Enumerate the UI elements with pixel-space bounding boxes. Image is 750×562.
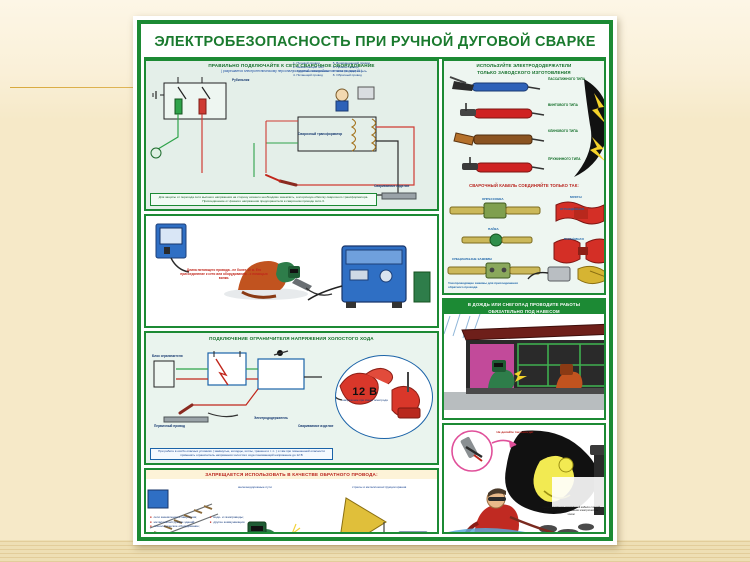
legend-item: 2. Заземляющий болт [293, 65, 325, 70]
panel-danger: Не делайте так никогда! Соприкосновение … [442, 423, 606, 534]
canopy-header-line1: В ДОЖДЬ ИЛИ СНЕГОПАД ПРОВОДИТЕ РАБОТЫ [444, 300, 604, 309]
holder-type-label: ПРУЖИННОГО ТИПА [548, 157, 581, 161]
bullet-item: металлоконструкции зданий; [150, 520, 200, 525]
canopy-scene-svg [444, 314, 604, 410]
wiring-legend-right: 5. Возвращающий провод 6. Прямой провод … [333, 61, 370, 77]
wiring-note: Для защиты от перехода сети высшего напр… [150, 193, 377, 206]
voltage-value: 12 В [352, 386, 378, 398]
poster-grid: ПРАВИЛЬНО ПОДКЛЮЧАЙТЕ К СЕТИ СВАРОЧНОЕ О… [144, 59, 606, 534]
legend-item: 5. Возвращающий провод [332, 61, 371, 65]
legend-item: 4. Питающий провод [293, 73, 323, 78]
bullet-item: водо- и газопроводы; [210, 515, 245, 520]
holders-header-line1: ИСПОЛЬЗУЙТЕ ЭЛЕКТРОДОДЕРЖАТЕЛИ [476, 63, 572, 68]
page-title: ЭЛЕКТРОБЕЗОПАСНОСТЬ ПРИ РУЧНОЙ ДУГОВОЙ С… [154, 34, 596, 50]
holder-type-label: КЛИНОВОГО ТИПА [548, 129, 578, 133]
legend-item: 1. Нулевой провод [293, 61, 320, 65]
bullet-railway: железнодорожные пути [238, 485, 272, 489]
bullet-item: другие коммуникации [210, 520, 244, 525]
holders-art-svg [449, 76, 604, 177]
danger-scene-svg [444, 425, 604, 532]
voltage-callout: 12 В напряжение при смене электрода [342, 386, 388, 402]
label-switch: Рубильник [232, 78, 250, 82]
field-scene-svg [146, 216, 437, 322]
label-limiter-block: Блок ограничителя [152, 354, 183, 358]
label-transformer: Сварочный трансформатор [298, 132, 343, 136]
label-workpiece: Свариваемое изделие [298, 424, 334, 428]
red-gloves-svg [336, 368, 421, 419]
prohibition-bullets-right: водо- и газопроводы; другие коммуникации [210, 515, 245, 529]
legend-item: 6. Прямой провод [332, 65, 359, 70]
prohibition-bullets-left: сети заземления и зануления; металлоконс… [150, 515, 200, 529]
legend-item: 7. Электрододержатель [332, 69, 367, 74]
panel-field-scene: Длина питающего провода - не более 10 м.… [144, 214, 439, 328]
voltage-caption: напряжение при смене электрода [342, 398, 388, 402]
poster-title-bar: ЭЛЕКТРОБЕЗОПАСНОСТЬ ПРИ РУЧНОЙ ДУГОВОЙ С… [144, 27, 606, 59]
danger-warning-note: Соприкосновение поражённой кабеля с водо… [542, 505, 600, 516]
cable-joints-svg [447, 201, 604, 285]
panel-electrode-holders: ИСПОЛЬЗУЙТЕ ЭЛЕКТРОДОДЕРЖАТЕЛИ ТОЛЬКО ЗА… [442, 59, 606, 295]
holders-header-line2: ТОЛЬКО ЗАВОДСКОГО ИЗГОТОВЛЕНИЯ [477, 69, 571, 75]
cable-header: СВАРОЧНЫЙ КАБЕЛЬ СОЕДИНЯЙТЕ ТОЛЬКО ТАК: [469, 183, 579, 188]
legend-item: 8. Обратный провод [332, 73, 362, 78]
clamp-note: Токопроводящие зажимы для присоединения … [448, 281, 518, 290]
background-bottom-band [0, 540, 750, 562]
poster-inner-frame: ЭЛЕКТРОБЕЗОПАСНОСТЬ ПРИ РУЧНОЙ ДУГОВОЙ С… [137, 20, 613, 541]
wiring-diagram-svg [150, 77, 417, 200]
legend-item: 3. Защитное заземление [293, 69, 329, 74]
panel-canopy: В ДОЖДЬ ИЛИ СНЕГОПАД ПРОВОДИТЕ РАБОТЫ ОБ… [442, 298, 606, 420]
wiring-legend-left: 1. Нулевой провод 2. Заземляющий болт 3.… [293, 61, 329, 77]
bullet-crane: стрелы и металлоконструкции кранов [352, 485, 407, 489]
cable-label-clamps: СПЕЦИАЛЬНЫЕ ЗАЖИМЫ [452, 257, 493, 261]
label-holder: Электрододержатель [254, 416, 288, 420]
wiring-canvas [146, 77, 437, 209]
panel-prohibition: ЗАПРЕЩАЕТСЯ ИСПОЛЬЗОВАТЬ В КАЧЕСТВЕ ОБРА… [144, 468, 439, 534]
label-workpiece: Свариваемое изделие [374, 184, 410, 188]
left-column: ПРАВИЛЬНО ПОДКЛЮЧАЙТЕ К СЕТИ СВАРОЧНОЕ О… [144, 59, 439, 534]
field-red-note: Длина питающего провода - не более 10 м.… [180, 268, 268, 281]
limiter-note: При работе в особо опасных условиях ( за… [150, 447, 333, 460]
bullet-item: сети заземления и зануления; [150, 515, 200, 520]
label-primary-wire: Первичный провод [154, 424, 185, 428]
wiring-subheader: ( разрешается электротехническому персон… [221, 69, 362, 74]
bullet-item: технологическое оборудование; [150, 524, 200, 529]
limiter-header: ПОДКЛЮЧЕНИЕ ОГРАНИЧИТЕЛЯ НАПРЯЖЕНИЯ ХОЛО… [209, 336, 374, 341]
holder-type-label: ПАССАТИЖНОГО ТИПА [548, 77, 586, 81]
prohibition-header: ЗАПРЕЩАЕТСЯ ИСПОЛЬЗОВАТЬ В КАЧЕСТВЕ ОБРА… [146, 470, 437, 480]
danger-caption: Не делайте так никогда! [496, 430, 534, 434]
prohibition-bullets: сети заземления и зануления; металлоконс… [150, 515, 436, 529]
cable-label-detachable: РАЗЪЁМНАЯ [564, 237, 584, 241]
cable-label-crimp: ОПРЕССОВКА [482, 197, 504, 201]
right-column: ИСПОЛЬЗУЙТЕ ЭЛЕКТРОДОДЕРЖАТЕЛИ ТОЛЬКО ЗА… [442, 59, 606, 534]
wiring-header: ПРАВИЛЬНО ПОДКЛЮЧАЙТЕ К СЕТИ СВАРОЧНОЕ О… [208, 63, 375, 68]
panel-limiter: ПОДКЛЮЧЕНИЕ ОГРАНИЧИТЕЛЯ НАПРЯЖЕНИЯ ХОЛО… [144, 331, 439, 465]
cable-label-solder: ПАЙКА [488, 227, 499, 231]
voltage-callout-oval: 12 В напряжение при смене электрода [335, 355, 433, 439]
cable-label-couplings: МУФТЫ [570, 195, 582, 199]
poster: ЭЛЕКТРОБЕЗОПАСНОСТЬ ПРИ РУЧНОЙ ДУГОВОЙ С… [133, 16, 617, 545]
panel-wiring-diagram: ПРАВИЛЬНО ПОДКЛЮЧАЙТЕ К СЕТИ СВАРОЧНОЕ О… [144, 59, 439, 211]
holder-type-label: ВИНТОВОГО ТИПА [548, 103, 578, 107]
limiter-diagram-svg [153, 350, 322, 423]
cable-label-shielded: ОГРАЖДЁННАЯ [560, 207, 584, 211]
canopy-header-line2: ОБЯЗАТЕЛЬНО ПОД НАВЕСОМ [444, 308, 604, 316]
wiring-legend: 1. Нулевой провод 2. Заземляющий болт 3.… [293, 61, 435, 77]
